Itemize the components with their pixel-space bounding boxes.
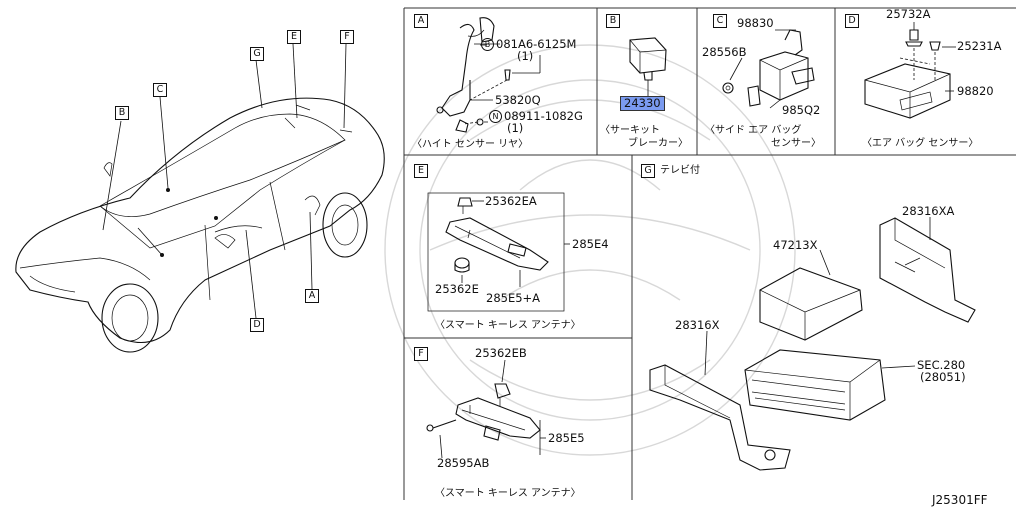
panel-g-part-bracket-right: 28316XA — [902, 204, 955, 218]
panel-c-letter: C — [713, 14, 727, 28]
panel-g-part-bracket-left: 28316X — [675, 318, 720, 332]
panel-c-part-left: 28556B — [702, 45, 747, 59]
bolt-mark-icon: B — [481, 38, 494, 51]
panel-g-part-unit-ref: SEC.280 — [917, 358, 966, 372]
panel-e-part-grommet: 25362E — [435, 282, 479, 296]
panel-d-part-bolt: 25231A — [957, 39, 1002, 53]
panel-e-part-bracket: 285E5+A — [486, 291, 541, 305]
car-illustration — [15, 43, 385, 353]
panel-f-part-clip: 25362EB — [475, 346, 527, 360]
panel-d-part-top: 25732A — [886, 7, 931, 21]
panel-d-caption: 〈エア バッグ センサー〉 — [862, 138, 979, 149]
panel-g-heading: テレビ付 — [660, 165, 700, 176]
panel-b-letter: B — [606, 14, 620, 28]
panel-c-caption-2: センサー〉 — [771, 138, 821, 149]
panel-g-letter: G — [641, 164, 655, 178]
callout-b: B — [115, 106, 129, 120]
panel-f-part-screw: 28595AB — [437, 456, 490, 470]
panel-b-caption-2: ブレーカー〉 — [628, 138, 688, 149]
panel-d-letter: D — [845, 14, 859, 28]
diagram-id: J25301FF — [932, 493, 988, 507]
panel-a-bolt-qty: (1) — [517, 49, 534, 63]
callout-d: D — [250, 318, 264, 332]
watermark-emblem — [384, 44, 796, 456]
panel-c-part-right: 985Q2 — [782, 103, 821, 117]
panel-g-part-unit-ref-sub: (28051) — [920, 370, 966, 384]
panel-b-caption-1: 〈サーキット — [600, 125, 660, 136]
panel-e-part-clip: 25362EA — [485, 194, 537, 208]
panel-e-caption: 〈スマート キーレス アンテナ〉 — [435, 320, 581, 331]
callout-e: E — [287, 30, 301, 44]
panel-g-part-module: 47213X — [773, 238, 818, 252]
panel-e-drawing — [427, 192, 570, 312]
panel-b-part-highlighted[interactable]: 24330 — [620, 96, 665, 111]
callout-a: A — [305, 289, 319, 303]
panel-e-letter: E — [414, 164, 428, 178]
panel-g-drawing — [649, 217, 976, 471]
panel-b-drawing — [629, 37, 667, 96]
panel-f-part-antenna: 285E5 — [548, 431, 585, 445]
callout-c: C — [153, 83, 167, 97]
nut-mark-icon: N — [489, 110, 502, 123]
panel-f-caption: 〈スマート キーレス アンテナ〉 — [435, 488, 581, 499]
panel-f-letter: F — [414, 347, 428, 361]
panel-d-part-unit: 98820 — [957, 84, 994, 98]
panel-a-letter: A — [414, 14, 428, 28]
panel-c-drawing — [722, 29, 815, 109]
panel-a-caption: 〈ハイト センサー リヤ〉 — [412, 139, 529, 150]
callout-g: G — [250, 47, 264, 61]
panel-d-drawing — [864, 22, 956, 119]
callout-f: F — [340, 30, 354, 44]
panel-frames — [403, 7, 1016, 500]
panel-e-part-antenna: 285E4 — [572, 237, 609, 251]
panel-c-part-top: 98830 — [737, 16, 774, 30]
panel-a-sensor-part: 53820Q — [495, 93, 541, 107]
panel-f-drawing — [426, 359, 546, 459]
panel-a-nut-qty: (1) — [507, 121, 524, 135]
panel-c-caption-1: 〈サイド エア バッグ — [705, 125, 802, 136]
